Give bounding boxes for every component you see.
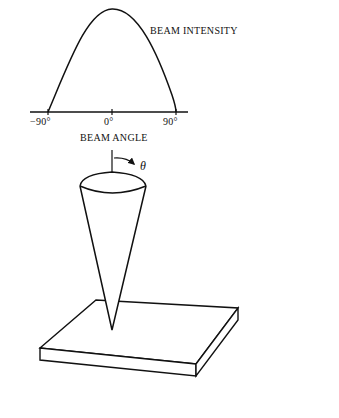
angle-symbol: θ — [140, 160, 146, 172]
tick-label: 90° — [163, 117, 178, 127]
intensity-curve — [48, 9, 176, 112]
beam-axis — [111, 150, 112, 172]
axis-tick — [111, 109, 112, 115]
tick-label: −90° — [30, 117, 51, 127]
cone-rim — [80, 186, 146, 193]
substrate-side — [196, 308, 238, 376]
beam-cone — [80, 186, 146, 330]
axis-label: BEAM INTENSITY — [150, 26, 238, 36]
axis-label: BEAM ANGLE — [80, 133, 148, 143]
tick-label: 0° — [104, 117, 114, 127]
angle-axis — [30, 111, 188, 112]
cone-rim — [80, 172, 146, 186]
angle-arrow — [114, 158, 134, 164]
substrate-front — [40, 348, 196, 376]
